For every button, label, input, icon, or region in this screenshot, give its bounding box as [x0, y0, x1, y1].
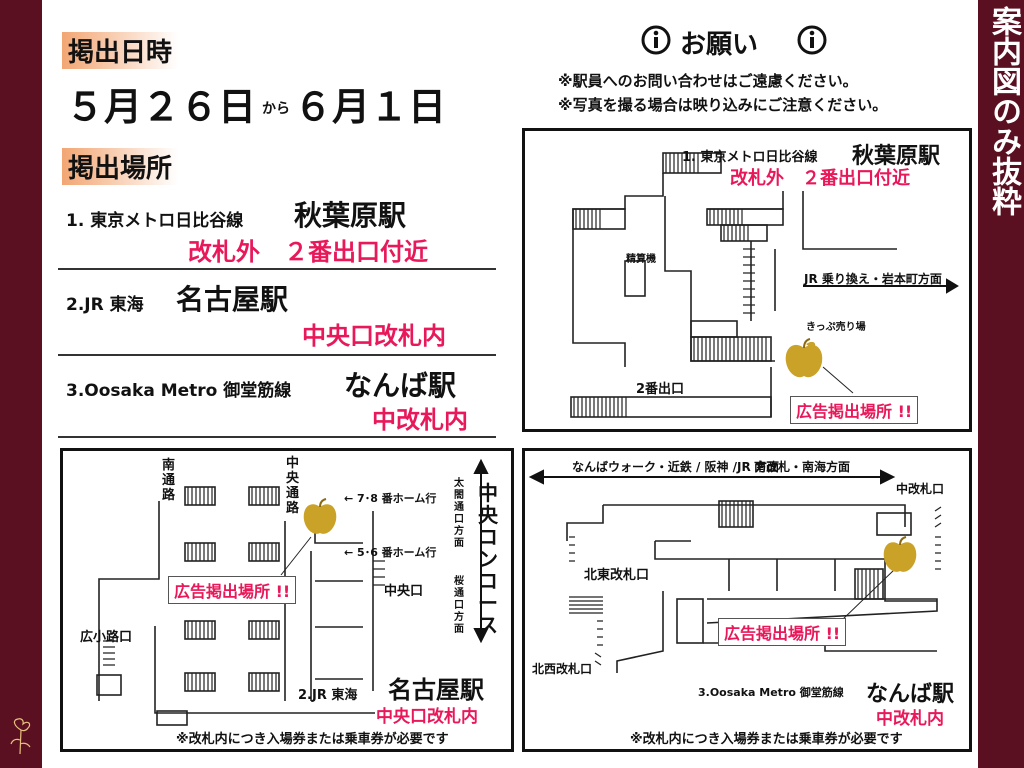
aki-station: 秋葉原駅: [852, 144, 941, 169]
divider: [58, 268, 496, 270]
nagoya-floorplan: [96, 458, 489, 726]
rose-icon: [10, 718, 31, 755]
ngy-line: 2.JR 東海: [298, 688, 358, 703]
nmb-nankai: 南改札・南海方面: [754, 460, 851, 474]
end-date: ６月１日: [294, 85, 447, 129]
info-icon: [797, 25, 827, 55]
ngy-concourse: 中央コンコース: [478, 481, 498, 637]
side-title: 案内図のみ抜粋: [986, 6, 1021, 216]
ngy-note: ※改札内につき入場券または乗車券が必要です: [176, 732, 449, 747]
place-line-2: 2.JR 東海: [66, 295, 144, 315]
place-station-2: 名古屋駅: [176, 283, 289, 316]
nmb-kitanishi: 北西改札口: [532, 662, 593, 676]
info-icon: [641, 25, 671, 55]
ngy-chuo-dori: 中央通路: [286, 456, 300, 516]
aki-jr-transfer: JR 乗り換え・岩本町方面: [804, 272, 942, 286]
ngy-sakura: 桜通口方面: [454, 576, 464, 635]
request-line: ※駅員へのお問い合わせはご遠慮ください。: [558, 72, 858, 90]
place-line-3: 3.Oosaka Metro 御堂筋線: [66, 381, 292, 401]
aki-line: 1. 東京メトロ日比谷線: [682, 150, 818, 165]
nmb-station: なんば駅: [866, 682, 955, 707]
nmb-note: ※改札内につき入場券または乗車券が必要です: [630, 732, 903, 747]
from-label: から: [262, 101, 290, 117]
nmb-ad-label: 広告掲出場所 !!: [718, 618, 847, 646]
ngy-home78: ← 7･8 番ホーム行: [344, 492, 437, 505]
place-spot-1: 改札外 ２番出口付近: [188, 238, 428, 266]
nmb-spot: 中改札内: [876, 709, 944, 729]
place-line-1: 1. 東京メトロ日比谷線: [66, 211, 244, 231]
ngy-home56: ← 5･6 番ホーム行: [344, 546, 437, 559]
apple-icon: [883, 536, 917, 572]
right-frame: [978, 0, 1024, 768]
aki-kippu: きっぷ売り場: [806, 322, 866, 333]
aki-ad-label: 広告掲出場所 !!: [790, 396, 919, 424]
apple-icon: [785, 338, 823, 378]
aki-spot: 改札外 ２番出口付近: [730, 168, 910, 189]
akihabara-floorplan: [570, 152, 959, 418]
apple-icon: [303, 498, 337, 534]
ngy-station: 名古屋駅: [388, 676, 484, 704]
left-frame: [0, 0, 42, 768]
divider: [58, 354, 496, 356]
aki-exit2: 2番出口: [636, 382, 685, 397]
requests-heading: お願い: [680, 30, 759, 60]
request-line: ※写真を撮る場合は映り込みにご注意ください。: [558, 96, 888, 114]
nmb-line: 3.Oosaka Metro 御堂筋線: [698, 686, 844, 699]
place-spot-3: 中改札内: [372, 406, 468, 434]
divider: [58, 436, 496, 438]
ngy-hirokoji: 広小路口: [80, 630, 133, 645]
akihabara-map: [522, 128, 972, 432]
namba-map: [522, 448, 972, 752]
places-heading: 掲出場所: [62, 148, 179, 185]
place-station-1: 秋葉原駅: [294, 199, 407, 232]
place-spot-2: 中央口改札内: [302, 322, 446, 350]
ngy-minami-dori: 南通路: [162, 458, 176, 503]
start-date: ５月２６日: [66, 85, 257, 129]
nmb-chuo-gate: 中改札口: [896, 482, 945, 496]
nmb-kitahigashi: 北東改札口: [584, 568, 650, 583]
aki-seisanki: 精算機: [626, 254, 656, 265]
ngy-ad-label: 広告掲出場所 !!: [168, 576, 297, 604]
ngy-spot: 中央口改札内: [376, 707, 478, 727]
namba-floorplan: [528, 469, 942, 673]
nmb-walk: なんばウォーク・近鉄 / 阪神 /JR 方面: [572, 460, 779, 474]
ngy-taiko: 太閤通口方面: [454, 478, 464, 549]
place-station-3: なんば駅: [344, 369, 457, 402]
ngy-chuoguchi: 中央口: [384, 584, 424, 599]
dates-heading: 掲出日時: [62, 32, 179, 69]
